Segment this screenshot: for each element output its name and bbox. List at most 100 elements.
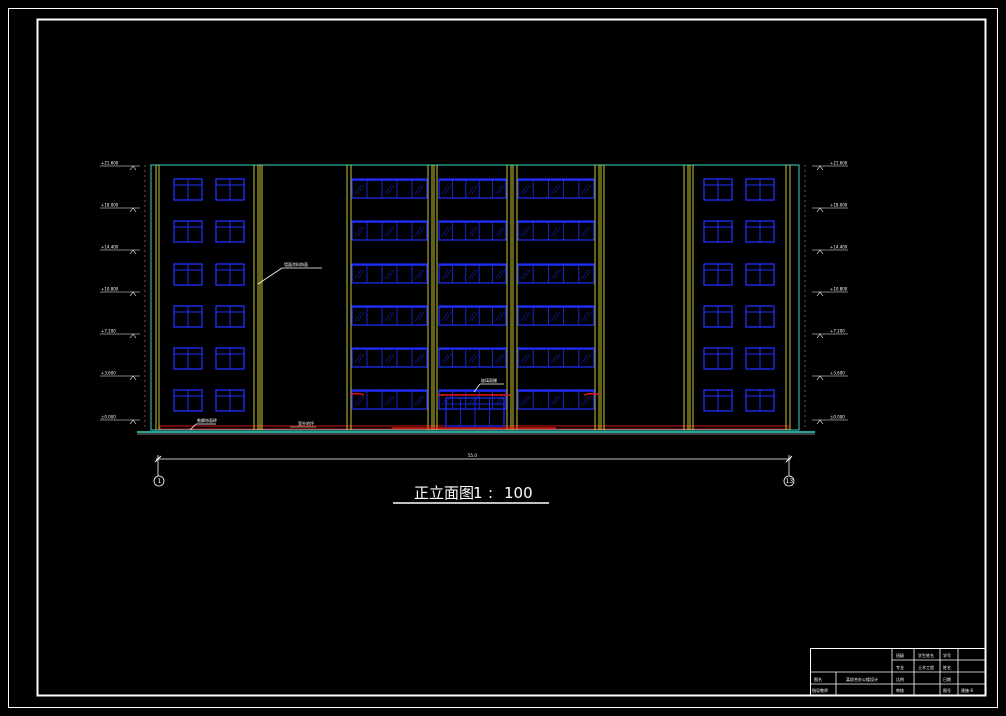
glass-hatch — [441, 353, 449, 364]
curtain-window — [438, 305, 507, 326]
ground-note-label: 室外地坪 — [298, 420, 314, 426]
base-finish-label: 勒脚饰面砖 — [197, 417, 217, 423]
curtain-window — [438, 263, 507, 284]
glass-hatch — [584, 269, 592, 280]
glass-hatch — [498, 311, 505, 322]
glass-hatch — [387, 353, 395, 364]
glass-hatch — [414, 269, 422, 280]
outer-border — [8, 8, 998, 708]
tb-drawing-no-value: 建施-6 — [961, 687, 973, 693]
glass-hatch — [581, 184, 589, 195]
glass-hatch — [387, 269, 395, 280]
elevation-triangle — [129, 291, 137, 297]
glass-hatch — [523, 353, 531, 364]
glass-hatch — [471, 184, 479, 195]
glass-hatch — [584, 226, 592, 237]
glass-hatch — [554, 353, 561, 364]
axis-marker-right: 13 — [783, 475, 795, 487]
glass-hatch — [468, 269, 476, 280]
elevation-label: +18.000 — [101, 203, 119, 208]
building-elevation — [137, 164, 815, 435]
ground-note: 室外地坪 — [290, 420, 316, 428]
elevation-label: +18.000 — [830, 203, 848, 208]
glass-hatch — [584, 395, 592, 406]
glass-hatch — [354, 395, 362, 406]
elevation-triangle — [129, 165, 137, 171]
elevation-label: +7.200 — [101, 329, 116, 334]
glass-hatch — [495, 311, 502, 322]
glass-hatch — [520, 184, 528, 195]
curtain-window — [517, 263, 595, 284]
curtain-window — [517, 389, 595, 410]
glass-hatch — [471, 226, 479, 237]
glass-hatch — [468, 184, 476, 195]
elevation-triangle — [129, 207, 137, 213]
glass-hatch — [357, 353, 365, 364]
glass-hatch — [441, 184, 449, 195]
glass-hatch — [495, 184, 502, 195]
glass-hatch — [584, 311, 592, 322]
glass-hatch — [417, 353, 425, 364]
glass-hatch — [523, 184, 531, 195]
curtain-window — [438, 347, 507, 368]
glass-hatch — [554, 311, 561, 322]
elevation-label: +21.600 — [830, 161, 848, 166]
curtain-window — [438, 178, 507, 199]
drawing-scale-sep: : — [488, 484, 493, 502]
glass-hatch — [414, 395, 422, 406]
glass-hatch — [498, 184, 505, 195]
drawing-scale-value: 100 — [504, 484, 533, 502]
glass-hatch — [417, 269, 425, 280]
tb-date-label: 日期 — [943, 676, 951, 682]
glass-hatch — [523, 226, 531, 237]
elevation-label: +7.200 — [830, 329, 845, 334]
tb-drawing-name-label: 图名 — [814, 676, 822, 682]
axis-marker-right-label: 13 — [786, 478, 794, 485]
glass-hatch — [523, 269, 531, 280]
tb-scale-label: 比例 — [896, 676, 904, 682]
glass-hatch — [417, 311, 425, 322]
entrance-sign-label: 玻璃雨棚 — [481, 377, 497, 383]
glass-hatch — [417, 184, 425, 195]
wall-finish-leader: 墙面涂料饰面 — [257, 261, 322, 285]
elevation-triangle — [816, 207, 824, 213]
glass-hatch — [581, 311, 589, 322]
elevation-triangle — [129, 375, 137, 381]
glass-hatch — [523, 311, 531, 322]
glass-hatch — [354, 226, 362, 237]
curtain-window — [351, 347, 428, 368]
glass-hatch — [354, 353, 362, 364]
glass-hatch — [357, 226, 365, 237]
glass-hatch — [520, 269, 528, 280]
glass-hatch — [417, 395, 425, 406]
glass-hatch — [468, 353, 476, 364]
glass-hatch — [387, 226, 395, 237]
glass-hatch — [495, 269, 502, 280]
glass-hatch — [551, 311, 558, 322]
glass-hatch — [384, 353, 392, 364]
elevation-label: ±0.000 — [830, 415, 845, 420]
elevation-triangle — [816, 165, 824, 171]
elevation-markers-right: +21.600+18.000+14.400+10.800+7.200+3.600… — [812, 161, 848, 425]
glass-hatch — [471, 311, 479, 322]
elevation-triangle — [129, 419, 137, 425]
glass-hatch — [495, 226, 502, 237]
canopy-left — [349, 392, 365, 396]
elevation-label: +10.800 — [830, 287, 848, 292]
elevation-label: +14.400 — [830, 245, 848, 250]
curtain-window — [438, 389, 507, 410]
glass-hatch — [414, 353, 422, 364]
glass-hatch — [414, 311, 422, 322]
elevation-triangle — [816, 249, 824, 255]
glass-hatch — [444, 311, 452, 322]
glass-hatch — [384, 269, 392, 280]
glass-hatch — [384, 184, 392, 195]
axis-marker-left-label: 1 — [158, 478, 162, 485]
glass-hatch — [520, 353, 528, 364]
curtain-window — [517, 347, 595, 368]
glass-hatch — [387, 395, 395, 406]
elevation-triangle — [129, 249, 137, 255]
canopy-right — [583, 392, 601, 396]
glass-hatch — [554, 226, 561, 237]
